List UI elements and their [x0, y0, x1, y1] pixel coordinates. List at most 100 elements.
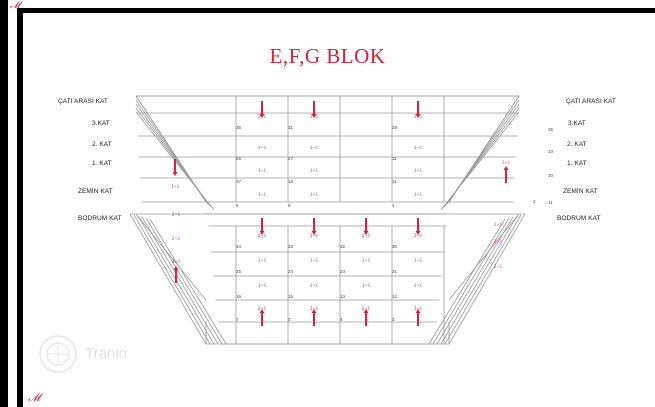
unit-number-label: 15 — [288, 294, 294, 299]
unit-type-label: 1+1 — [362, 258, 371, 264]
unit-number-label: 27 — [288, 156, 294, 161]
unit-number-label: 17 — [236, 179, 242, 184]
unit-number-label: 16 — [236, 294, 242, 299]
entrance-arrow-icon — [259, 309, 265, 326]
lower-diagonal-right — [440, 215, 518, 345]
entrance-arrow-icon — [311, 309, 317, 326]
unit-type-label: 1+1 — [414, 258, 423, 264]
unit-number-label: 12 — [392, 294, 398, 299]
unit-number-label: 30 — [392, 244, 398, 249]
unit-number-label: 11 — [392, 156, 397, 161]
edge-unit-number: 23 — [548, 149, 554, 154]
unit-number-label: 21 — [392, 269, 398, 274]
floor-label-left: 3.KAT — [92, 120, 110, 127]
floor-label-right: 1. KAT — [567, 160, 587, 167]
lower-diagonal-right — [448, 213, 526, 345]
unit-type-label: 1+1 — [362, 283, 371, 289]
unit-type-label: 1+1 — [414, 283, 423, 289]
unit-number-label: 26 — [236, 156, 242, 161]
unit-number-label: 7 — [236, 317, 239, 322]
unit-type-label: 1+1 — [258, 283, 267, 289]
logo-fragment-bottom: 𝓜 — [28, 392, 41, 404]
unit-number-label: 0 — [288, 317, 291, 322]
unit-type-label: 1+1 — [414, 168, 423, 174]
unit-number-label: 23 — [340, 269, 346, 274]
unit-number-label: 18 — [288, 179, 294, 184]
entrance-arrow-icon — [173, 266, 179, 283]
watermark-emblem-icon — [39, 335, 77, 373]
entrance-arrow-icon — [311, 218, 317, 235]
unit-number-label: 28 — [392, 125, 398, 130]
floor-label-left: BODRUM KAT — [78, 215, 122, 222]
entrance-arrow-icon — [172, 159, 178, 176]
unit-type-label: 2+1 — [172, 212, 181, 218]
unit-number-label: 34 — [236, 244, 242, 249]
edge-unit-number: 25 — [548, 127, 554, 132]
entrance-arrow-icon — [259, 101, 265, 118]
entrance-arrow-icon — [503, 166, 509, 183]
unit-type-label: 1+1 — [310, 283, 319, 289]
floor-label-right: 3.KAT — [568, 120, 586, 127]
unit-type-label: 1+1 — [310, 168, 319, 174]
unit-number-label: 4 — [340, 317, 343, 322]
unit-type-label: 3+1 — [502, 160, 511, 166]
logo-fragment-top: 𝓜 — [10, 0, 21, 10]
entrance-arrow-icon — [311, 101, 317, 118]
floor-label-left: ZEMİN KAT — [78, 188, 113, 195]
unit-number-label: 13 — [340, 294, 346, 299]
unit-type-label: 1+1 — [258, 145, 267, 151]
unit-type-label: 2+1 — [414, 233, 423, 239]
unit-number-label: 31 — [288, 125, 294, 130]
unit-number-label: 9 — [288, 203, 291, 208]
unit-type-label: 1+1 — [414, 145, 423, 151]
floor-label-right: BODRUM KAT — [557, 215, 601, 222]
unit-type-label: 1+1 — [310, 258, 319, 264]
floor-label-right: ÇATI ARASI KAT — [566, 98, 616, 105]
unit-number-label: 3 — [392, 317, 395, 322]
lower-diagonal-right — [436, 216, 514, 345]
page-title: E,F,G BLOK — [269, 44, 386, 68]
lower-diagonal-left — [133, 214, 211, 345]
edge-unit-number: 20 — [548, 173, 554, 178]
floor-label-right: ZEMİN KAT — [563, 188, 598, 195]
unit-type-label: 2+1 — [494, 239, 503, 245]
unit-type-label: 1+1 — [258, 168, 267, 174]
unit-number-label: 11 — [392, 179, 397, 184]
unit-number-label: 25 — [236, 269, 242, 274]
unit-number-label: 24 — [288, 269, 294, 274]
unit-number-label: 8 — [236, 203, 239, 208]
floor-label-left: ÇATI ARASI KAT — [58, 98, 108, 105]
unit-number-label: 1 — [392, 203, 395, 208]
unit-type-label: 2+1 — [310, 306, 319, 312]
stair-diagonal-right — [440, 111, 520, 211]
unit-type-label: 2+1 — [310, 233, 319, 239]
watermark: Tranio — [38, 334, 183, 374]
unit-number-label: 35 — [236, 125, 242, 130]
unit-type-label: 1+1 — [310, 145, 319, 151]
unit-type-label: 1+1 — [258, 258, 267, 264]
entrance-arrow-icon — [259, 218, 265, 235]
unit-type-label: 1+1 — [258, 192, 267, 198]
lower-diagonal-left — [145, 217, 223, 345]
entrance-arrow-icon — [415, 218, 421, 235]
lower-diagonal-right — [428, 218, 506, 345]
edge-unit-number: 11 — [548, 200, 553, 205]
unit-type-label: 1+1 — [310, 192, 319, 198]
frame-border-horizontal — [17, 8, 655, 13]
terrace-edge-right — [448, 213, 520, 301]
unit-type-label: 2+1 — [494, 222, 503, 228]
unit-type-label: 2+1 — [258, 306, 267, 312]
lower-diagonal-left — [129, 213, 207, 345]
floor-label-right: 2. KAT — [567, 141, 587, 148]
unit-number-label: 32 — [340, 244, 346, 249]
watermark-text: Tranio — [85, 345, 127, 362]
frame-border-vertical — [17, 8, 23, 407]
lower-diagonal-left — [141, 216, 219, 345]
entrance-arrow-icon — [415, 309, 421, 326]
floor-label-left: 1. KAT — [92, 160, 112, 167]
floor-label-left: 2. KAT — [92, 141, 112, 148]
entrance-arrow-icon — [415, 101, 421, 118]
unit-type-label: 3+1 — [171, 184, 180, 190]
unit-type-label: 2+1 — [362, 233, 371, 239]
